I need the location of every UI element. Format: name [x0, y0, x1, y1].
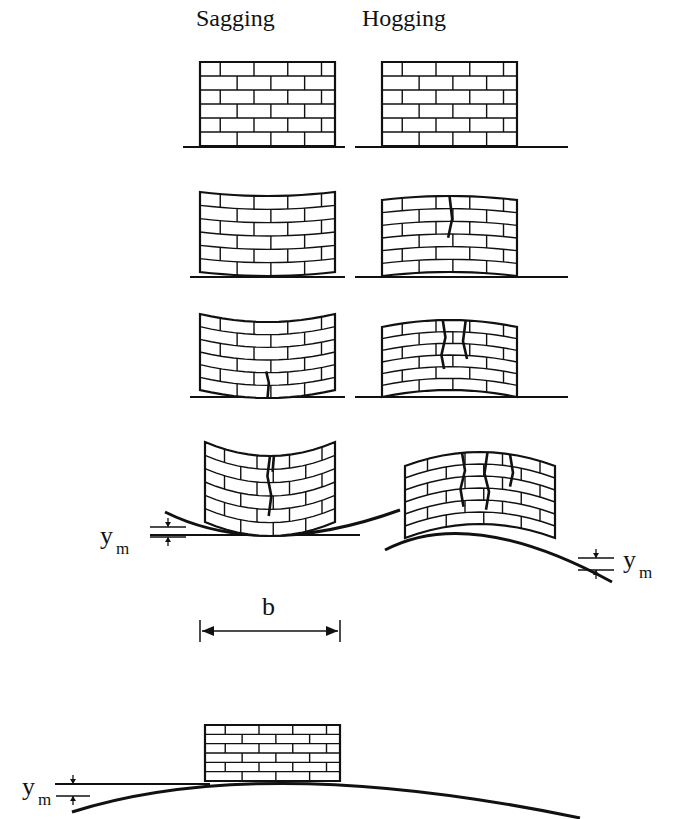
brick-wall [382, 196, 517, 276]
ground-curve [72, 783, 580, 818]
subscript: m [116, 540, 129, 557]
arrow-head [165, 522, 171, 527]
subscript: m [38, 791, 51, 808]
ground-curve [385, 533, 612, 582]
heading: Hogging [362, 6, 446, 30]
arrow-head [70, 796, 76, 801]
arrow-head [593, 570, 599, 575]
brick-wall [200, 62, 335, 146]
heading: Sagging [196, 6, 275, 30]
symbol: y [623, 547, 636, 573]
dimension-extension [199, 620, 201, 642]
arrow-head [202, 626, 214, 636]
arrow-head [593, 553, 599, 558]
reference-line [55, 783, 210, 785]
brick-wall [405, 452, 555, 538]
arrow-head [165, 537, 171, 542]
subscript: m [639, 564, 652, 581]
brick-wall [200, 192, 335, 276]
brick-wall [382, 62, 517, 146]
symbol: y [22, 774, 35, 800]
brick-wall [205, 725, 340, 781]
brick-wall [200, 314, 335, 398]
arrow-head [70, 779, 76, 784]
dimension-extension [339, 620, 341, 642]
brick-wall [205, 442, 335, 536]
brick-wall [382, 320, 517, 397]
symbol: y [100, 523, 113, 549]
dimension-line [202, 630, 338, 632]
dimension-label: b [262, 594, 275, 620]
arrow-head [326, 626, 338, 636]
